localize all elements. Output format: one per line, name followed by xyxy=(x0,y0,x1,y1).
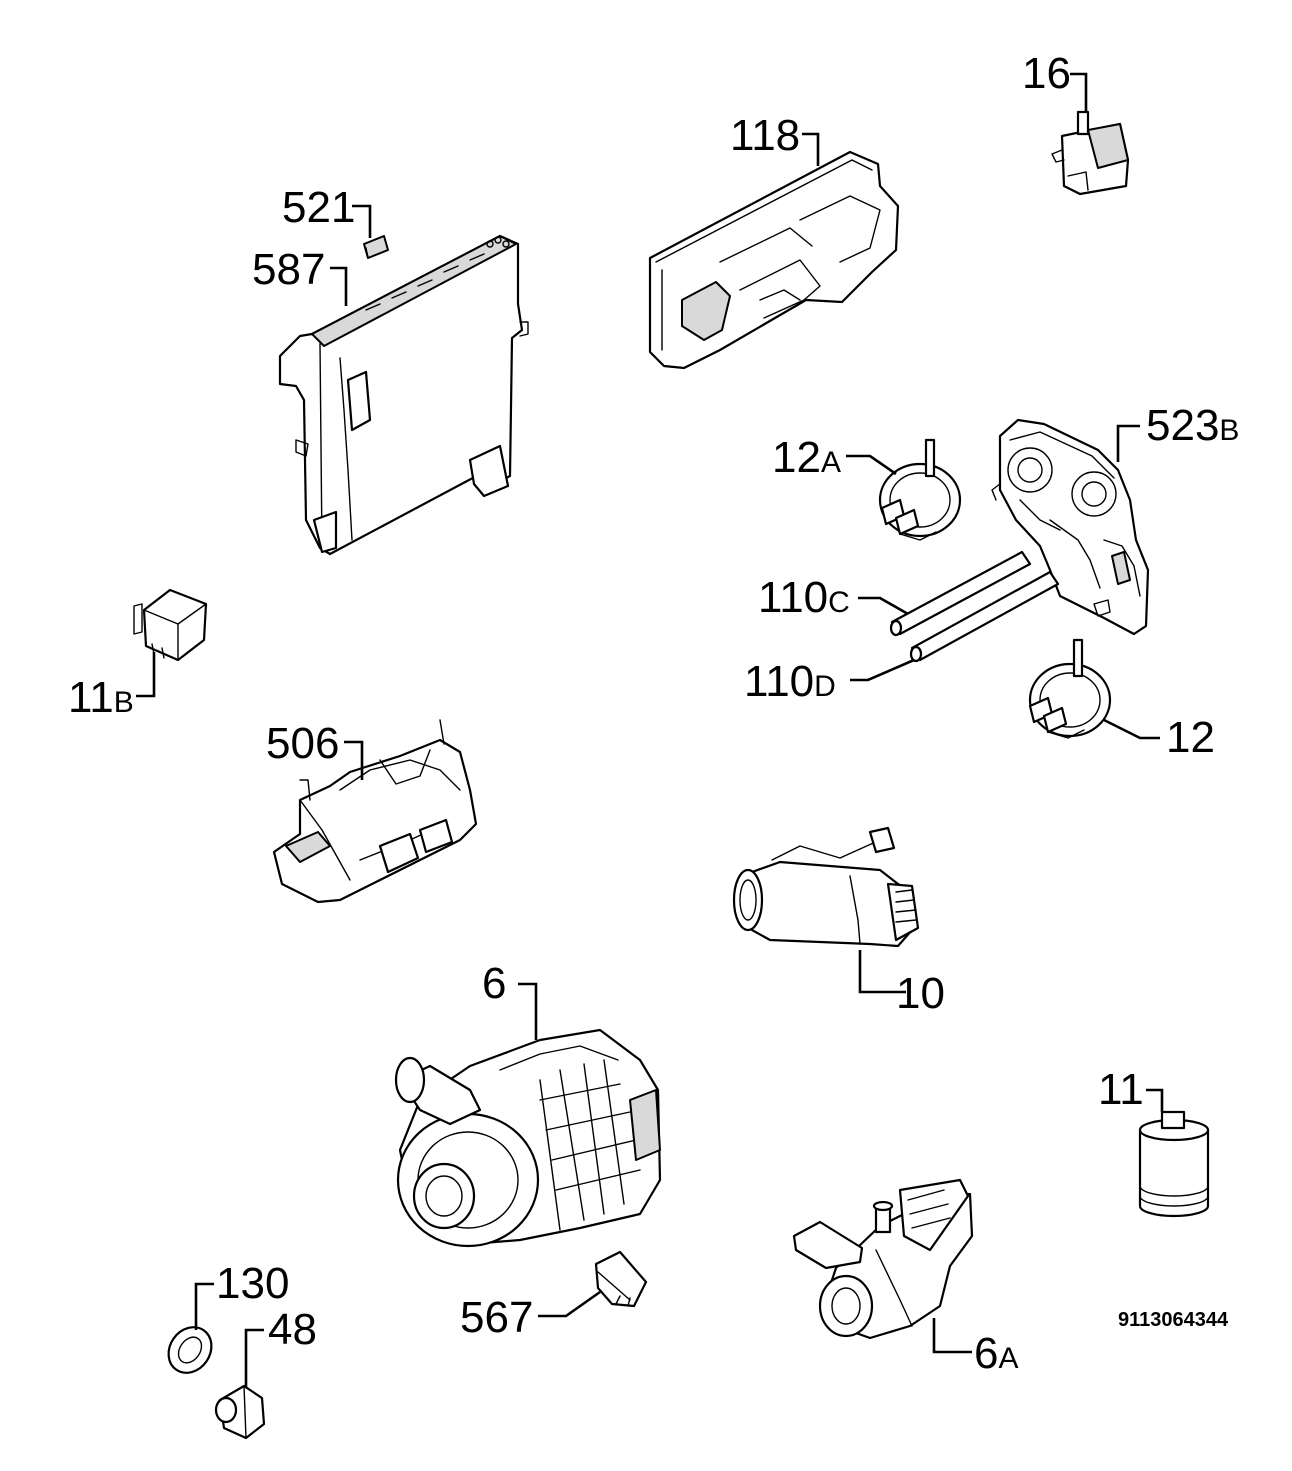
part-48-plug xyxy=(214,1384,266,1440)
callout-12a: 12A xyxy=(772,433,841,482)
leader-523b xyxy=(1116,424,1140,462)
callout-118: 118 xyxy=(730,111,800,160)
callout-11: 11 xyxy=(1098,1065,1144,1114)
part-521-chip xyxy=(363,235,389,259)
callout-16: 16 xyxy=(1022,49,1071,98)
callout-587: 587 xyxy=(252,245,325,294)
part-567-clip xyxy=(594,1250,648,1308)
callout-521: 521 xyxy=(282,183,355,232)
leader-110c xyxy=(858,596,909,616)
leader-587 xyxy=(330,266,348,306)
part-11b-relay xyxy=(133,588,208,662)
callout-10: 10 xyxy=(896,969,945,1018)
leader-10 xyxy=(858,950,906,994)
part-16-switch xyxy=(1051,110,1130,196)
leader-110d xyxy=(850,658,915,682)
callout-130: 130 xyxy=(216,1259,289,1308)
leader-48 xyxy=(244,1328,264,1388)
leader-11 xyxy=(1146,1088,1164,1112)
leader-130 xyxy=(194,1282,214,1330)
callout-110c: 110C xyxy=(758,573,850,622)
callout-567: 567 xyxy=(460,1293,533,1342)
part-118-module xyxy=(648,150,900,370)
leader-567 xyxy=(538,1290,601,1318)
part-10-heater xyxy=(732,826,920,948)
part-6a-drain-pump xyxy=(792,1178,974,1340)
diagram-code: 9113064344 xyxy=(1118,1309,1229,1331)
part-506-unit xyxy=(272,719,478,904)
part-11-capacitor xyxy=(1138,1110,1210,1218)
part-12a-pressure-switch xyxy=(878,438,962,541)
leader-6 xyxy=(518,982,538,1040)
callout-6: 6 xyxy=(482,959,506,1008)
part-130-seal-ring xyxy=(167,1326,213,1374)
part-12-pressure-switch xyxy=(1028,638,1112,739)
leader-6a xyxy=(932,1318,972,1354)
leader-506 xyxy=(344,740,364,780)
part-523b-manifold xyxy=(991,418,1150,636)
part-587-control-board xyxy=(278,234,529,556)
part-6-motor xyxy=(394,1028,662,1248)
callout-110d: 110D xyxy=(744,657,836,706)
callout-11b: 11B xyxy=(68,673,134,722)
leader-lines xyxy=(136,72,1164,1388)
leader-12 xyxy=(1103,718,1160,740)
leader-521 xyxy=(352,204,372,238)
leader-16 xyxy=(1070,72,1088,112)
callout-506: 506 xyxy=(266,719,339,768)
leader-11b xyxy=(136,652,156,698)
callout-6a: 6A xyxy=(974,1329,1019,1378)
callout-12: 12 xyxy=(1166,713,1215,762)
callout-523b: 523B xyxy=(1146,401,1239,450)
part-110c-tube xyxy=(889,550,1032,637)
part-110d-tube xyxy=(909,570,1060,663)
leader-118 xyxy=(802,132,820,166)
leader-12a xyxy=(846,454,897,476)
callout-48: 48 xyxy=(268,1305,317,1354)
callout-labels: 16 118 521 587 523B 12A 110C 110D 11B 12… xyxy=(68,49,1239,1378)
